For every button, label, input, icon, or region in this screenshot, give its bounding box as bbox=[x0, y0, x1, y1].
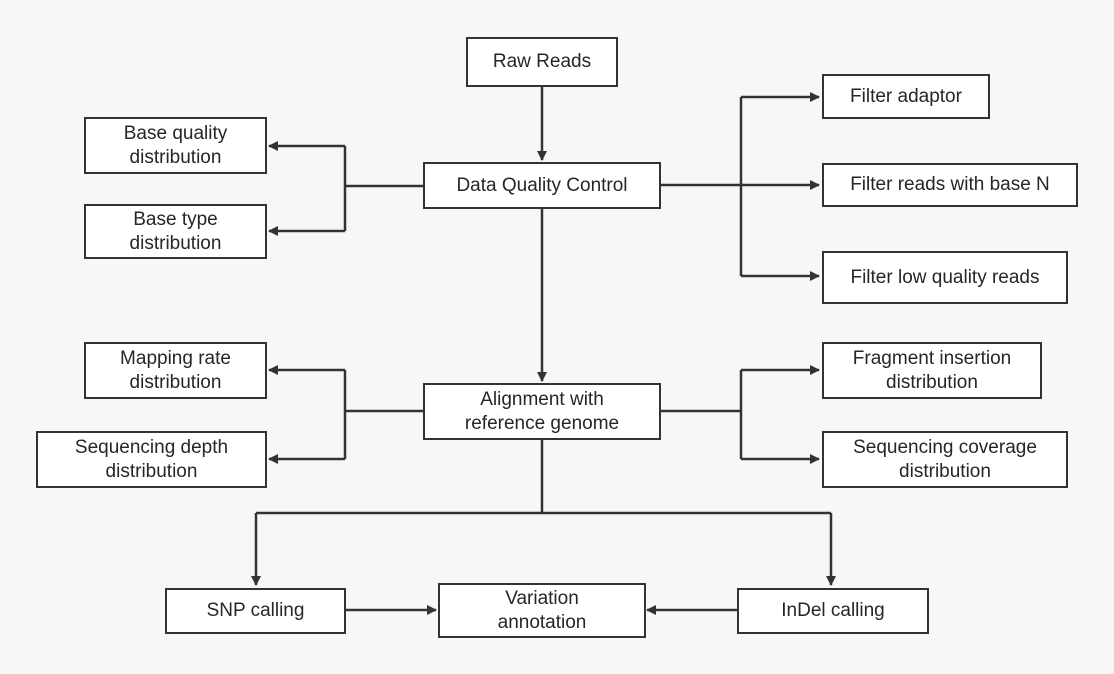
node-variation-annotation: Variation annotation bbox=[438, 583, 646, 638]
node-data-quality-control: Data Quality Control bbox=[423, 162, 661, 209]
node-snp-calling: SNP calling bbox=[165, 588, 346, 634]
node-filter-reads-base-n: Filter reads with base N bbox=[822, 163, 1078, 207]
node-raw-reads: Raw Reads bbox=[466, 37, 618, 87]
node-mapping-rate-distribution: Mapping rate distribution bbox=[84, 342, 267, 399]
node-filter-adaptor: Filter adaptor bbox=[822, 74, 990, 119]
node-sequencing-coverage-distribution: Sequencing coverage distribution bbox=[822, 431, 1068, 488]
node-base-quality-distribution: Base quality distribution bbox=[84, 117, 267, 174]
node-filter-low-quality-reads: Filter low quality reads bbox=[822, 251, 1068, 304]
node-base-type-distribution: Base type distribution bbox=[84, 204, 267, 259]
node-sequencing-depth-distribution: Sequencing depth distribution bbox=[36, 431, 267, 488]
node-fragment-insertion-distribution: Fragment insertion distribution bbox=[822, 342, 1042, 399]
node-indel-calling: InDel calling bbox=[737, 588, 929, 634]
node-alignment-reference-genome: Alignment with reference genome bbox=[423, 383, 661, 440]
